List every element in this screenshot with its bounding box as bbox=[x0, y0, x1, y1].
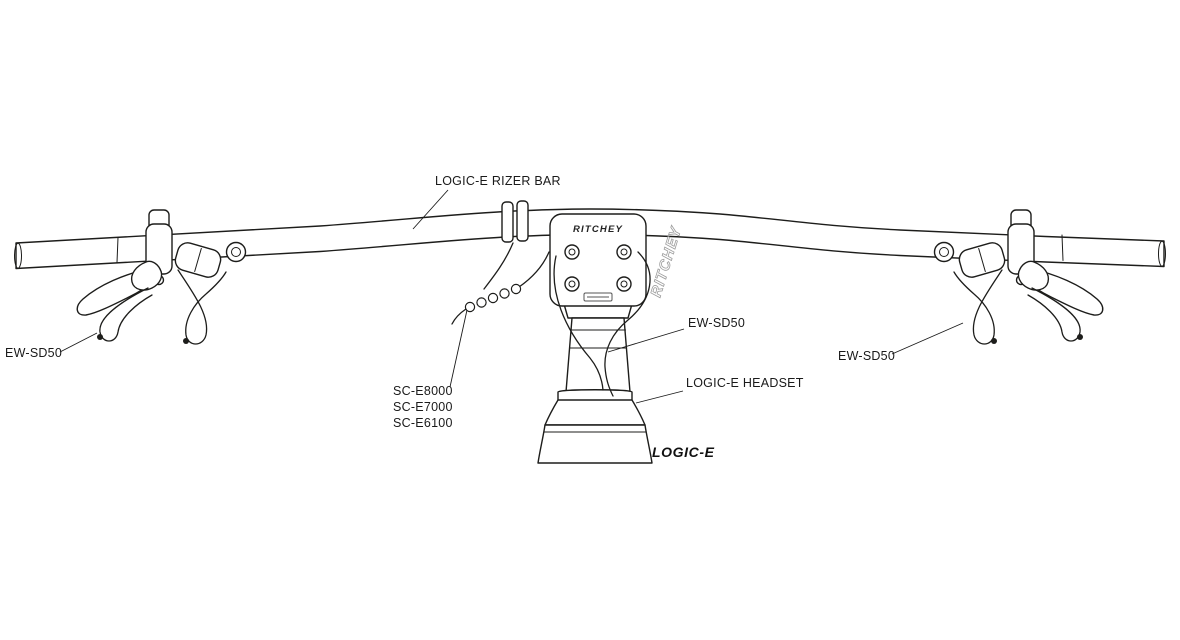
wire-to-junction bbox=[483, 242, 514, 290]
label-headset: LOGIC-E HEADSET bbox=[686, 376, 804, 390]
ew-wire-loop-a bbox=[99, 287, 153, 342]
grip-edge-left bbox=[116, 237, 119, 263]
label-ew-sd50-left: EW-SD50 bbox=[5, 346, 62, 360]
wire-junction-tail bbox=[451, 308, 467, 325]
wire-ew-sd50-center bbox=[604, 251, 651, 397]
wire-junction-return bbox=[518, 251, 550, 288]
bar-end-cap-left bbox=[14, 242, 22, 269]
ew-wire-loop-b bbox=[177, 269, 227, 345]
label-sc-e7000: SC-E7000 bbox=[393, 400, 453, 414]
leader-ew-left bbox=[59, 332, 98, 353]
barrel-adjuster bbox=[225, 241, 247, 263]
leader-ew-center bbox=[607, 328, 685, 353]
faceplate-bolts bbox=[564, 244, 632, 292]
label-rizer-bar: LOGIC-E RIZER BAR bbox=[435, 174, 561, 188]
label-sc-e8000: SC-E8000 bbox=[393, 384, 453, 398]
labels: LOGIC-E RIZER BAR EW-SD50 SC-E8000 SC-E7… bbox=[5, 174, 895, 460]
display-mount-clamp bbox=[501, 200, 529, 243]
connector-beads bbox=[464, 283, 522, 313]
frame-logo-text: LOGIC-E bbox=[652, 444, 715, 460]
shifter-pod bbox=[174, 242, 222, 278]
brake-lever-left bbox=[76, 209, 247, 345]
head-tube bbox=[537, 424, 653, 464]
torque-label-mark bbox=[583, 292, 613, 302]
bar-end-cap-right bbox=[1158, 240, 1166, 267]
brake-lever-right bbox=[933, 209, 1104, 345]
leader-rizer-bar bbox=[412, 189, 449, 230]
leader-headset bbox=[635, 390, 684, 404]
handlebar bbox=[14, 208, 1166, 270]
label-ew-sd50-center: EW-SD50 bbox=[688, 316, 745, 330]
leader-sc-models bbox=[449, 309, 468, 388]
stem-brand-text: RITCHEY bbox=[573, 224, 624, 235]
lever-pivot-body bbox=[130, 260, 163, 291]
grip-edge-right bbox=[1061, 234, 1064, 261]
wire-cross-steerer bbox=[553, 255, 604, 391]
label-sc-e6100: SC-E6100 bbox=[393, 416, 453, 430]
steerer-assembly bbox=[537, 303, 653, 464]
steerer-tube bbox=[565, 317, 631, 393]
headset-cone bbox=[544, 399, 646, 426]
handlebar-tube bbox=[15, 208, 1165, 270]
label-ew-sd50-right: EW-SD50 bbox=[838, 349, 895, 363]
center-wiring bbox=[451, 242, 651, 397]
leader-ew-right bbox=[891, 322, 964, 355]
leader-lines bbox=[59, 189, 964, 404]
